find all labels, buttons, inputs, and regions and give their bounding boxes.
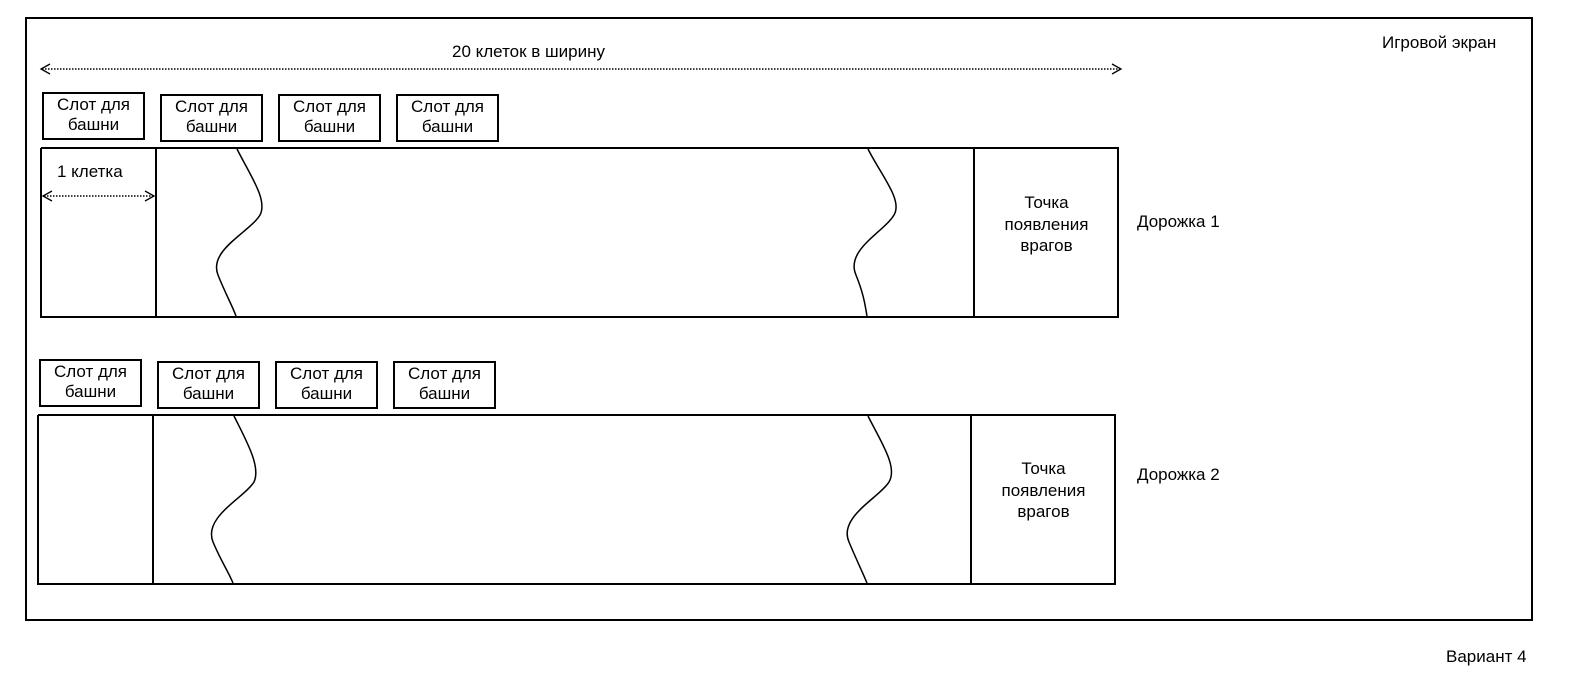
tower-slot: Слот для башни [157,361,260,409]
tower-slot-label-line2: башни [418,384,471,403]
tower-slot-label-line2: башни [421,117,474,136]
lane-2-track [37,414,1116,585]
tower-slot-label-line2: башни [300,384,353,403]
tower-slot-label-line2: башни [64,382,117,401]
tower-slot-label-line1: Слот для [292,97,367,116]
tower-slot-label-line1: Слот для [289,364,364,383]
lane-2-break-left [210,415,257,584]
width-dimension-arrow [39,63,1123,75]
tower-slot-label-line2: башни [185,117,238,136]
lane-1-break-right [853,148,897,317]
spawn-label-line1: Точка [1024,193,1069,212]
tower-slot-label-line2: башни [67,115,120,134]
game-screen-frame [25,17,1533,621]
lane-1-label: Дорожка 1 [1137,212,1220,231]
tower-slot: Слот для башни [160,94,263,142]
tower-slot-label-line2: башни [303,117,356,136]
tower-slot: Слот для башни [39,359,142,407]
tower-slot-label-line1: Слот для [410,97,485,116]
lane-2-break-right [846,415,893,584]
spawn-label-line1: Точка [1021,459,1066,478]
variant-label: Вариант 4 [1446,647,1527,666]
width-dimension-label: 20 клеток в ширину [452,42,606,61]
lane-1-track [40,147,1119,318]
tower-slot: Слот для башни [278,94,381,142]
lane-2-label: Дорожка 2 [1137,465,1220,484]
tower-slot-label-line2: башни [182,384,235,403]
cell-dimension-arrow [41,190,156,202]
spawn-label-line3: врагов [1017,502,1070,521]
tower-slot-label-line1: Слот для [407,364,482,383]
tower-slot: Слот для башни [396,94,499,142]
enemy-spawn-point-label: Точка появления врагов [972,458,1115,523]
tower-slot: Слот для башни [42,92,145,140]
game-screen-title: Игровой экран [1382,33,1497,52]
spawn-label-line2: появления [1001,480,1086,500]
enemy-spawn-point-label: Точка появления врагов [975,192,1118,257]
cell-dimension-label: 1 клетка [57,162,123,181]
tower-slot-label-line1: Слот для [174,97,249,116]
lane-1-break-left [215,148,263,317]
spawn-label-line2: появления [1004,214,1089,234]
tower-slot: Слот для башни [275,361,378,409]
spawn-label-line3: врагов [1020,236,1073,255]
tower-slot-label-line1: Слот для [53,362,128,381]
tower-slot-label-line1: Слот для [56,95,131,114]
tower-slot-label-line1: Слот для [171,364,246,383]
tower-slot: Слот для башни [393,361,496,409]
